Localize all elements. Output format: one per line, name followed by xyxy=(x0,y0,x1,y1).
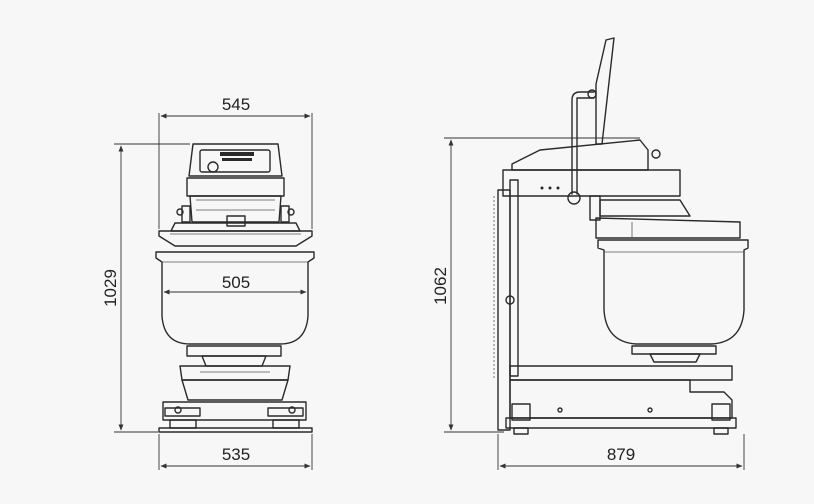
dim-label-1029: 1029 xyxy=(101,269,120,307)
front-view xyxy=(155,143,315,433)
side-view xyxy=(493,37,749,435)
front-control-head xyxy=(176,143,295,227)
side-base xyxy=(505,365,737,435)
side-height-dimension: 1062 xyxy=(431,137,640,433)
dim-label-535: 535 xyxy=(222,445,250,464)
dim-label-1062: 1062 xyxy=(431,267,450,305)
front-pedestal xyxy=(179,345,291,401)
side-bowl xyxy=(597,239,749,345)
dim-label-505: 505 xyxy=(222,273,250,292)
front-height-dimension: 1029 xyxy=(101,143,190,433)
dim-label-879: 879 xyxy=(607,445,635,464)
side-spiral-arm xyxy=(589,195,741,239)
dim-label-545: 545 xyxy=(222,95,250,114)
side-width-dimension: 879 xyxy=(497,434,745,470)
side-control-arm xyxy=(567,37,615,205)
side-column xyxy=(493,179,519,431)
front-bowl-lid xyxy=(158,222,313,247)
front-base xyxy=(158,401,313,433)
front-bowl-width-dimension: 505 xyxy=(163,273,307,295)
side-bowl-pedestal xyxy=(631,345,717,363)
front-base-width-dimension: 535 xyxy=(158,434,313,470)
side-head xyxy=(502,139,681,197)
front-bowl xyxy=(155,251,315,345)
front-width-top-dimension: 545 xyxy=(158,95,313,229)
